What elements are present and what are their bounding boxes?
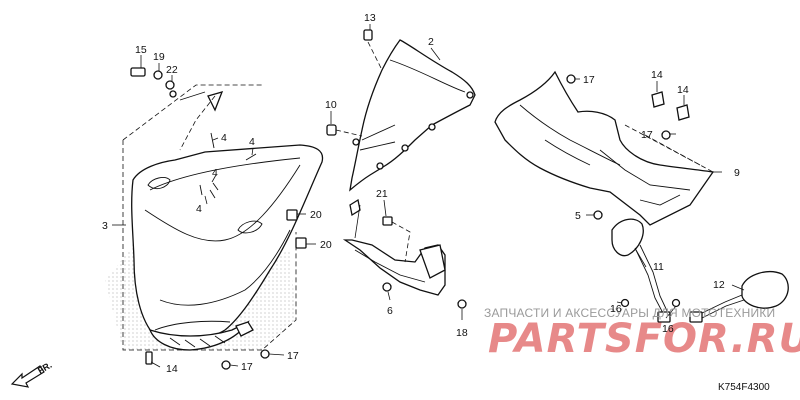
- watermark-tagline: ЗАПЧАСТИ И АКСЕССУАРЫ ДЛЯ МОТОТЕХНИКИ: [484, 306, 775, 320]
- callout-17-right: 17: [641, 129, 653, 141]
- callout-14-right-b: 14: [677, 84, 689, 96]
- inner-cover-part: [494, 70, 715, 226]
- stay-bracket-part: [342, 198, 467, 309]
- diagram-code: K754F4300: [718, 382, 770, 393]
- callout-11: 11: [653, 261, 664, 273]
- callout-15: 15: [135, 44, 147, 56]
- callout-13: 13: [364, 12, 376, 24]
- direction-label: FR.: [36, 360, 54, 376]
- leader-lines: [112, 24, 745, 368]
- callout-3: 3: [102, 220, 108, 232]
- callout-4-a: 4: [221, 132, 227, 144]
- callout-6: 6: [387, 305, 393, 317]
- callout-21: 21: [376, 188, 388, 200]
- callout-20-b: 20: [320, 239, 332, 251]
- mirror-part: [611, 218, 789, 323]
- callout-17-bottom-a: 17: [241, 361, 253, 373]
- callout-19: 19: [153, 51, 165, 63]
- callout-17-top: 17: [583, 74, 595, 86]
- callout-4-b: 4: [249, 136, 255, 148]
- callout-20-a: 20: [310, 209, 322, 221]
- windscreen-part: [326, 29, 476, 192]
- callout-labels: 13 2 15 19 22 10 17 14 14 17 9 4 4 4 4 3…: [102, 12, 740, 375]
- callout-14-bottom: 14: [166, 363, 178, 375]
- callout-18: 18: [456, 327, 468, 339]
- watermark: ЗАПЧАСТИ И АКСЕССУАРЫ ДЛЯ МОТОТЕХНИКИ PA…: [484, 306, 800, 362]
- hardware-items: [130, 67, 307, 370]
- callout-5: 5: [575, 210, 581, 222]
- upper-cowl-part: [105, 84, 324, 351]
- callout-14-right-a: 14: [651, 69, 663, 81]
- callout-4-d: 4: [196, 203, 202, 215]
- callout-12: 12: [713, 279, 725, 291]
- callout-16-b: 16: [662, 323, 674, 335]
- callout-17-bottom-b: 17: [287, 350, 299, 362]
- callout-10: 10: [325, 99, 337, 111]
- callout-16-a: 16: [610, 303, 622, 315]
- callout-9: 9: [734, 167, 740, 179]
- callout-22: 22: [166, 64, 178, 76]
- watermark-logo: PARTSFOR.RU: [488, 316, 800, 362]
- callout-2: 2: [428, 36, 434, 48]
- callout-4-c: 4: [212, 167, 218, 179]
- front-direction-arrow: FR.: [10, 360, 54, 388]
